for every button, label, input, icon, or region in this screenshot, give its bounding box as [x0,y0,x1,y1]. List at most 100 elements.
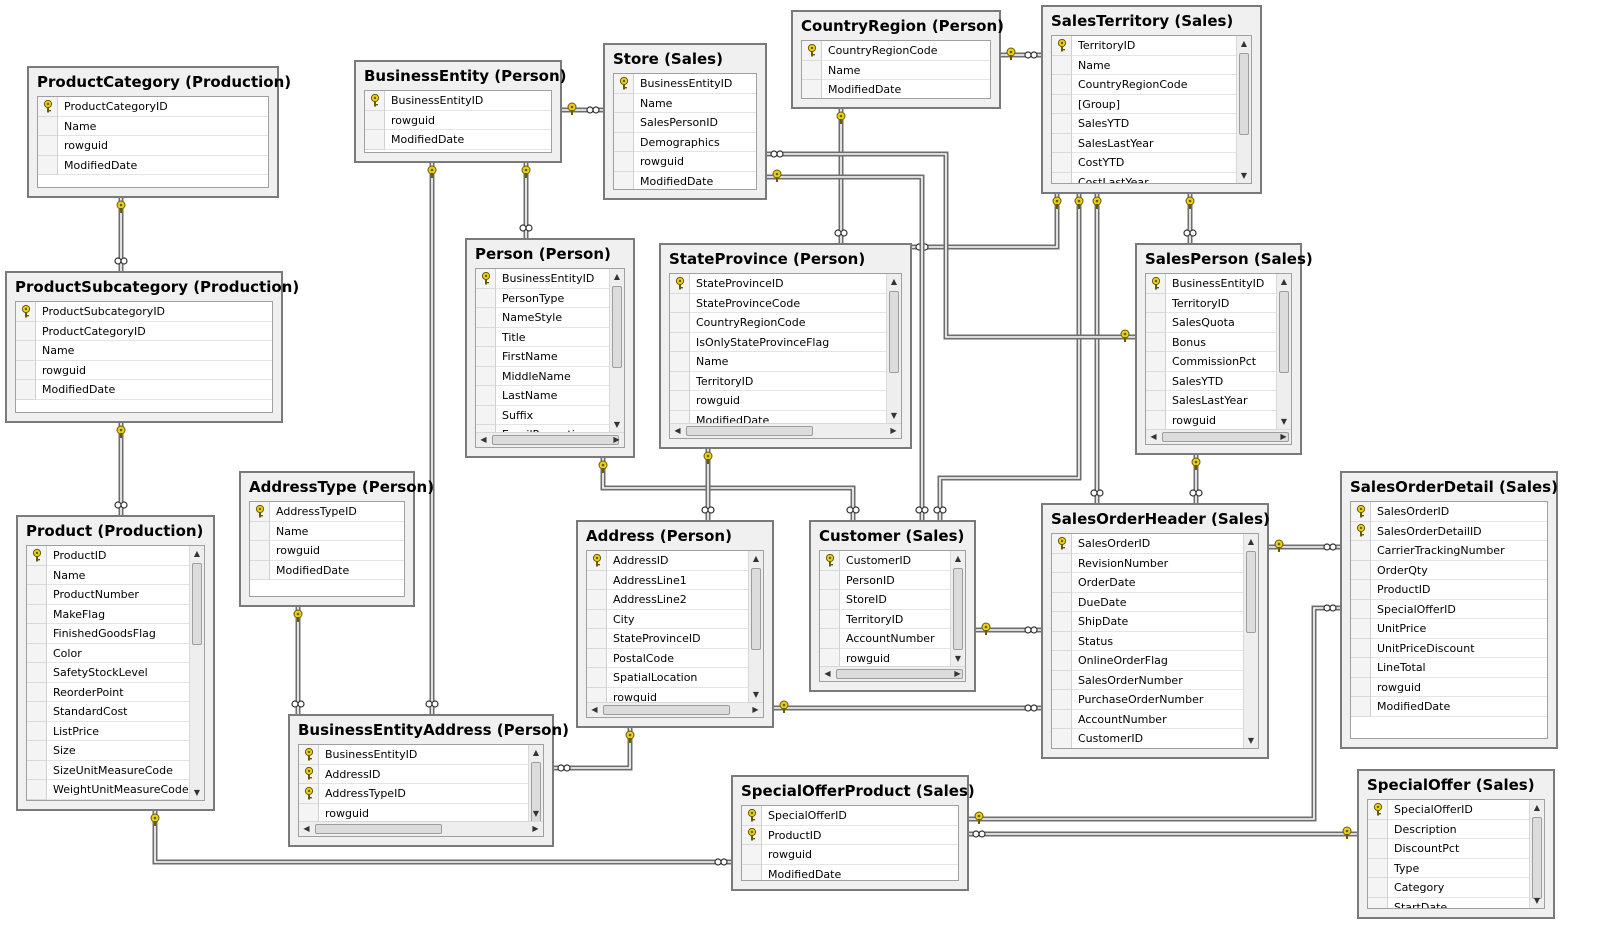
scroll-down-icon[interactable]: ▼ [1240,171,1248,180]
scroll-up-icon[interactable]: ▲ [1247,537,1255,546]
column-row[interactable]: PostalCode [587,648,748,668]
column-row[interactable]: StartDate [1368,897,1529,908]
column-row[interactable]: PersonID [820,570,950,590]
column-row[interactable]: TerritoryID [820,609,950,629]
scroll-thumb[interactable] [1532,817,1542,899]
column-row[interactable]: SalesYTD [1146,371,1276,391]
column-row[interactable]: OrderQty [1351,560,1547,580]
column-row[interactable]: PurchaseOrderNumber [1052,690,1243,710]
column-row[interactable]: BusinessEntityID [1146,274,1276,294]
scroll-down-icon[interactable]: ▼ [890,411,898,420]
scroll-thumb[interactable] [953,568,963,650]
column-row[interactable]: CarrierTrackingNumber [1351,541,1547,561]
column-row[interactable]: UnitPriceDiscount [1351,638,1547,658]
vertical-scrollbar[interactable]: ▲▼ [189,546,204,800]
horizontal-scrollbar[interactable]: ◀▶ [670,423,901,438]
column-row[interactable]: ModifiedDate [742,864,958,880]
scroll-down-icon[interactable]: ▼ [1280,417,1288,426]
column-row[interactable]: ListPrice [27,721,189,741]
column-row[interactable]: SafetyStockLevel [27,663,189,683]
scroll-right-icon[interactable]: ▶ [752,705,759,714]
column-row[interactable]: AddressTypeID [250,502,404,522]
column-row[interactable]: AddressID [587,551,748,571]
column-row[interactable]: CountryRegionCode [802,41,990,61]
scroll-thumb[interactable] [1162,432,1289,442]
column-row[interactable]: CountryRegionCode [1052,75,1236,95]
scroll-up-icon[interactable]: ▲ [954,554,962,563]
scroll-left-icon[interactable]: ◀ [824,669,831,678]
column-row[interactable]: DiscountPct [1368,839,1529,859]
column-row[interactable]: OrderDate [1052,573,1243,593]
column-row[interactable]: ProductNumber [27,585,189,605]
column-row[interactable]: WeightUnitMeasureCode [27,780,189,800]
column-row[interactable]: SalesOrderID [1351,502,1547,522]
scroll-thumb[interactable] [1239,53,1249,135]
horizontal-scrollbar[interactable]: ◀▶ [587,702,763,717]
column-row[interactable]: ProductSubcategoryID [16,302,272,322]
column-row[interactable]: BusinessEntityID [476,269,609,289]
column-row[interactable]: ProductCategoryID [16,321,272,341]
column-row[interactable]: FirstName [476,347,609,367]
column-row[interactable]: AddressLine2 [587,590,748,610]
scroll-thumb[interactable] [751,568,761,650]
column-row[interactable]: Name [614,93,756,113]
column-row[interactable]: ModifiedDate [1351,697,1547,717]
column-row[interactable]: OnlineOrderFlag [1052,651,1243,671]
column-row[interactable]: Color [27,643,189,663]
column-row[interactable]: SpecialOfferID [1368,800,1529,820]
scroll-thumb[interactable] [686,426,813,436]
column-row[interactable]: StoreID [820,590,950,610]
column-row[interactable]: Name [670,352,886,372]
scroll-thumb[interactable] [889,291,899,373]
column-row[interactable]: Size [27,741,189,761]
column-row[interactable]: Description [1368,819,1529,839]
horizontal-scrollbar[interactable]: ◀▶ [476,432,624,447]
scroll-up-icon[interactable]: ▲ [1280,277,1288,286]
column-row[interactable]: LineTotal [1351,658,1547,678]
column-row[interactable]: ShipDate [1052,612,1243,632]
column-row[interactable]: NameStyle [476,308,609,328]
column-row[interactable]: AddressTypeID [299,784,528,804]
column-row[interactable]: AddressLine1 [587,570,748,590]
column-row[interactable]: Weight [27,799,189,800]
column-row[interactable]: SpecialOfferID [742,806,958,826]
scroll-down-icon[interactable]: ▼ [193,788,201,797]
scroll-thumb[interactable] [1279,291,1289,373]
column-row[interactable]: ModifiedDate [16,380,272,400]
column-row[interactable]: SpatialLocation [587,668,748,688]
column-row[interactable]: StateProvinceID [670,274,886,294]
horizontal-scrollbar[interactable]: ◀▶ [1146,429,1291,444]
column-row[interactable]: rowguid [250,541,404,561]
horizontal-scrollbar[interactable]: ◀▶ [820,666,965,681]
column-row[interactable]: LastName [476,386,609,406]
vertical-scrollbar[interactable]: ▲▼ [609,269,624,432]
column-row[interactable]: rowguid [614,152,756,172]
column-row[interactable]: DueDate [1052,592,1243,612]
column-row[interactable]: ProductID [1351,580,1547,600]
scroll-right-icon[interactable]: ▶ [1280,432,1287,441]
vertical-scrollbar[interactable]: ▲▼ [1243,534,1258,748]
scroll-right-icon[interactable]: ▶ [954,669,961,678]
table-businessentityaddress[interactable]: BusinessEntityAddress (Person)BusinessEn… [288,714,569,847]
column-row[interactable]: ProductID [742,825,958,845]
scroll-down-icon[interactable]: ▼ [532,809,540,818]
scroll-up-icon[interactable]: ▲ [1533,803,1541,812]
scroll-down-icon[interactable]: ▼ [1247,736,1255,745]
scroll-thumb[interactable] [612,286,622,368]
scroll-left-icon[interactable]: ◀ [674,426,681,435]
column-row[interactable]: SalesOrderID [1052,534,1243,554]
table-specialofferproduct[interactable]: SpecialOfferProduct (Sales)SpecialOfferI… [731,775,975,891]
column-row[interactable]: RevisionNumber [1052,553,1243,573]
column-row[interactable]: CommissionPct [1146,352,1276,372]
column-row[interactable]: StateProvinceID [587,629,748,649]
scroll-left-icon[interactable]: ◀ [1150,432,1157,441]
scroll-left-icon[interactable]: ◀ [303,824,310,833]
